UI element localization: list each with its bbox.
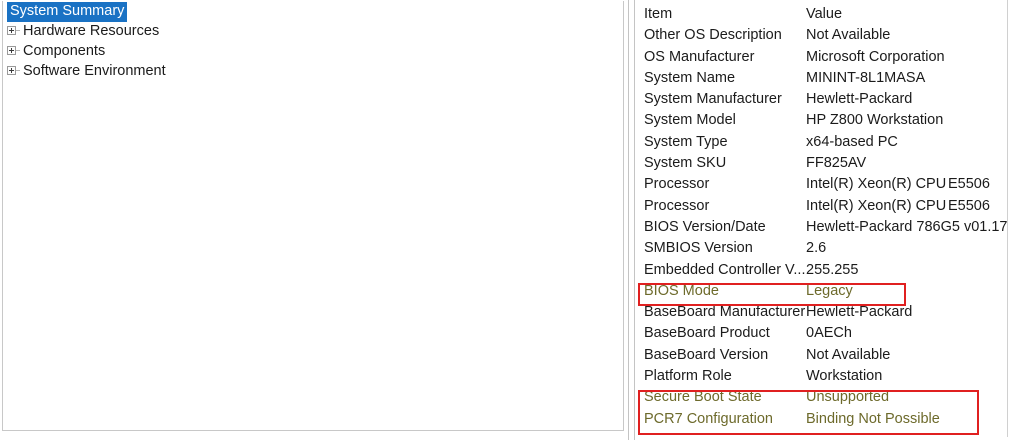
tree-item-hardware-resources[interactable]: Hardware Resources: [3, 21, 623, 41]
detail-item-name: SMBIOS Version: [644, 240, 753, 257]
detail-item-name: Processor: [644, 176, 710, 193]
detail-item-name: PCR7 Configuration: [644, 410, 773, 427]
detail-row[interactable]: System Manufacturer Hewlett-Packard: [636, 89, 1007, 110]
detail-item-value: Workstation: [806, 368, 883, 385]
detail-item-name: Other OS Description: [644, 27, 782, 44]
tree-item-label: Components: [23, 43, 106, 59]
detail-item-name: System Name: [644, 69, 736, 86]
detail-row[interactable]: BIOS Mode Legacy: [636, 281, 1007, 302]
detail-item-value: x64-based PC: [806, 133, 898, 150]
tree-item-label: System Summary: [7, 2, 128, 22]
detail-row[interactable]: Embedded Controller V...255.255: [636, 260, 1007, 281]
detail-item-value: Intel(R) Xeon(R) CPU: [806, 176, 947, 193]
expand-plus-icon[interactable]: [7, 25, 16, 35]
detail-item-name: Embedded Controller V...: [644, 261, 806, 278]
detail-item-name: OS Manufacturer: [644, 48, 755, 65]
detail-item-value: Unsupported: [806, 389, 890, 406]
detail-item-name: System Manufacturer: [644, 91, 782, 108]
detail-item-name: BaseBoard Product: [644, 325, 770, 342]
detail-item-value: 255.255: [806, 261, 859, 278]
tree-item-components[interactable]: Components: [3, 41, 623, 61]
tree-connector-line: [16, 49, 20, 51]
detail-row[interactable]: System SKU FF825AV: [636, 153, 1007, 174]
tree-item-label: Software Environment: [23, 63, 166, 79]
detail-item-value: Intel(R) Xeon(R) CPU: [806, 197, 947, 214]
detail-item-name: Secure Boot State: [644, 389, 762, 406]
detail-row[interactable]: PCR7 Configuration Binding Not Possible: [636, 409, 1007, 430]
detail-item-name: System Model: [644, 112, 736, 129]
tree-connector-line: [16, 69, 20, 71]
detail-item-name: BaseBoard Manufacturer: [644, 304, 806, 321]
column-header-item: Item: [644, 6, 673, 22]
detail-row[interactable]: Secure Boot State Unsupported: [636, 387, 1007, 408]
detail-row[interactable]: BaseBoard Product 0AECh: [636, 323, 1007, 344]
column-header-value: Value: [806, 6, 843, 22]
detail-item-value: Hewlett-Packard: [806, 304, 913, 321]
detail-item-name: System Type: [644, 133, 728, 150]
expand-plus-icon[interactable]: [7, 45, 16, 55]
detail-row[interactable]: System Name MININT-8L1MASA: [636, 68, 1007, 89]
detail-item-value: Hewlett-Packard 786G5 v01.17, 8/: [806, 218, 1008, 235]
detail-item-name: BIOS Mode: [644, 282, 719, 299]
expand-plus-icon[interactable]: [7, 65, 16, 75]
detail-row[interactable]: System Type x64-based PC: [636, 132, 1007, 153]
detail-row[interactable]: System Model HP Z800 Workstation: [636, 110, 1007, 131]
detail-row[interactable]: BIOS Version/Date Hewlett-Packard 786G5 v…: [636, 217, 1008, 238]
detail-item-value: 2.6: [806, 240, 827, 257]
detail-item-value: Binding Not Possible: [806, 410, 940, 427]
panel-splitter[interactable]: [628, 0, 636, 440]
splitter-line-right: [634, 0, 635, 440]
detail-row[interactable]: Platform Role Workstation: [636, 366, 1007, 387]
detail-item-value-overflow: E5506: [948, 197, 990, 214]
detail-item-value: 0AECh: [806, 325, 852, 342]
detail-item-value: Microsoft Corporation: [806, 48, 945, 65]
detail-item-name: System SKU: [644, 155, 727, 172]
detail-row[interactable]: SMBIOS Version 2.6: [636, 238, 1007, 259]
detail-item-value: HP Z800 Workstation: [806, 112, 944, 129]
detail-item-value: Not Available: [806, 346, 891, 363]
detail-item-value: Not Available: [806, 27, 891, 44]
splitter-line-left: [628, 0, 629, 440]
detail-item-name: BaseBoard Version: [644, 346, 769, 363]
detail-row[interactable]: OS Manufacturer Microsoft Corporation: [636, 47, 1007, 68]
tree-item-label: Hardware Resources: [23, 23, 160, 39]
panel-bottom-border: [2, 430, 624, 431]
detail-header-row[interactable]: Item Value: [636, 4, 1007, 25]
detail-item-name: Platform Role: [644, 368, 732, 385]
detail-item-value: Hewlett-Packard: [806, 91, 913, 108]
detail-item-value: Legacy: [806, 282, 853, 299]
detail-item-value-overflow: E5506: [948, 176, 990, 193]
detail-item-value: MININT-8L1MASA: [806, 69, 926, 86]
detail-item-name: Processor: [644, 197, 710, 214]
detail-item-name: BIOS Version/Date: [644, 218, 766, 235]
detail-row[interactable]: BaseBoard Version Not Available: [636, 345, 1007, 366]
detail-row[interactable]: Other OS Description Not Available: [636, 25, 1007, 46]
detail-item-value: FF825AV: [806, 155, 867, 172]
tree-connector-line: [16, 29, 20, 31]
tree-item-software-environment[interactable]: Software Environment: [3, 61, 623, 81]
tree-item-system-summary[interactable]: System Summary: [3, 1, 623, 22]
